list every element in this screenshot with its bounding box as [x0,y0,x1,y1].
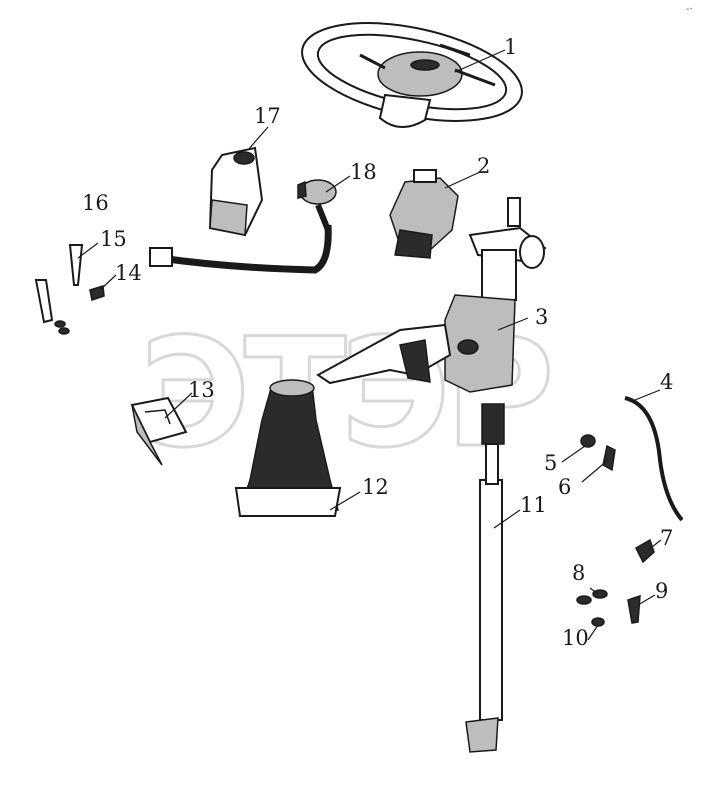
steering-column-assembly [316,197,547,393]
callout-4: 4 [660,370,673,394]
bracket [130,396,188,466]
callout-8: 8 [572,561,585,585]
small-nut [591,617,605,627]
callout-5: 5 [544,451,557,475]
nut [580,434,596,448]
pin [34,244,84,335]
washer-pair [576,589,608,605]
column-shroud [389,169,459,259]
callout-3: 3 [535,305,548,329]
clip [602,444,616,472]
callout-18: 18 [350,160,377,184]
callout-11: 11 [520,493,547,517]
callout-10: 10 [562,626,589,650]
corner-mark: -· [686,4,693,15]
ignition-lock [297,179,337,232]
callout-15: 15 [100,227,127,251]
callout-14: 14 [115,261,142,285]
leader-lines [77,49,662,641]
gear-boot [234,379,342,517]
callout-2: 2 [477,154,490,178]
callout-labels: 1 2 3 4 5 6 7 8 9 10 11 12 13 14 15 16 1… [82,35,673,650]
callout-17: 17 [254,104,281,128]
callout-7: 7 [660,526,673,550]
bolt [635,538,655,564]
callout-6: 6 [558,475,571,499]
callout-1: 1 [504,35,517,59]
callout-9: 9 [655,579,668,603]
steering-wheel [301,22,523,128]
callout-16: 16 [82,191,109,215]
screw [627,594,641,624]
intermediate-shaft [465,403,505,753]
wiring-harness [149,224,332,274]
cable [624,396,684,522]
callout-13: 13 [188,378,215,402]
combination-switch [208,146,264,237]
callout-12: 12 [362,475,389,499]
